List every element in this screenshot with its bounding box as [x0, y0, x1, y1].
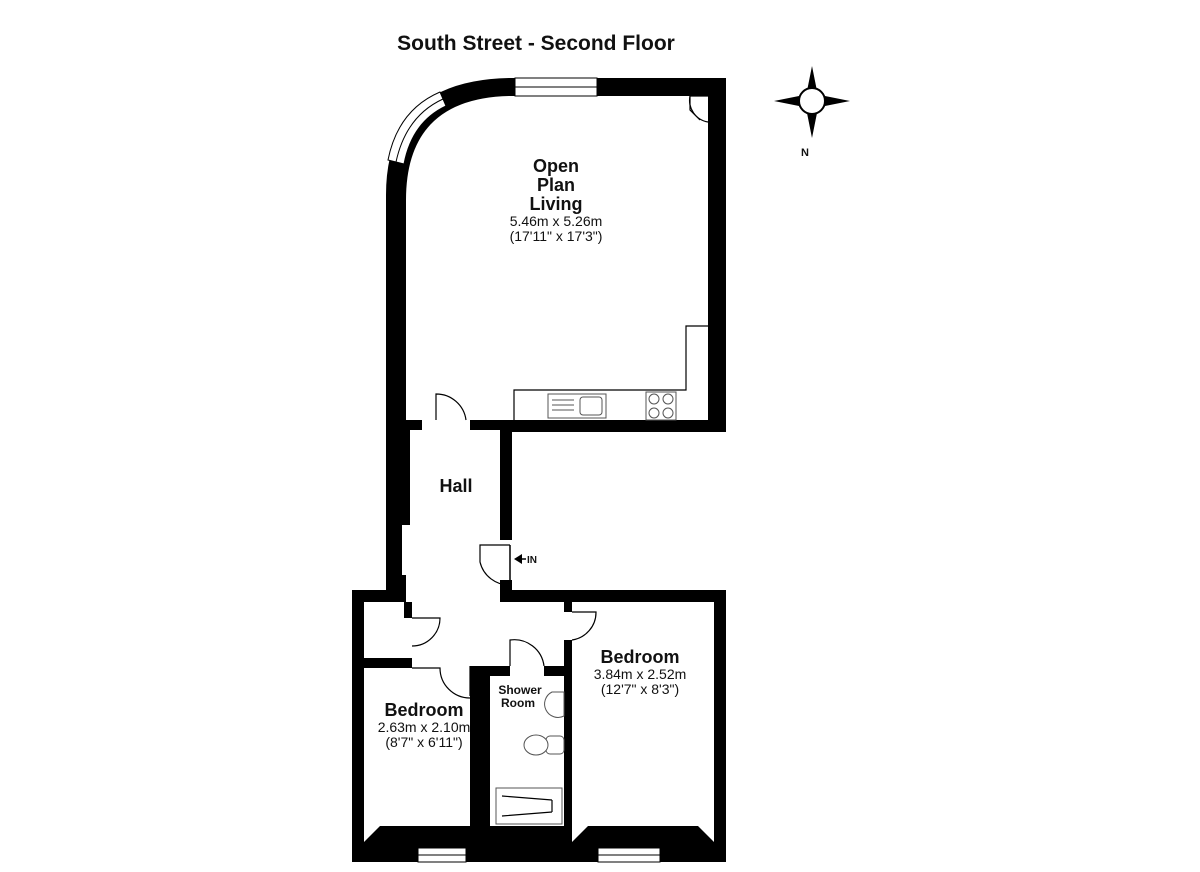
- plan-title: South Street - Second Floor: [397, 32, 675, 55]
- shower-name-2: Room: [501, 696, 535, 710]
- bedroom-left-name: Bedroom: [384, 700, 463, 720]
- living-dim-imperial: (17'11" x 17'3"): [510, 228, 603, 244]
- bedroom-right-dim-metric: 3.84m x 2.52m: [594, 666, 687, 682]
- living-name-3: Living: [530, 194, 583, 214]
- hall-right-wall: [500, 420, 512, 540]
- bedroom-right-name: Bedroom: [600, 647, 679, 667]
- lower-top-right: [500, 590, 726, 602]
- shower-name-1: Shower: [498, 683, 542, 697]
- room-labels: Open Plan Living 5.46m x 5.26m (17'11" x…: [378, 156, 687, 750]
- living-outer-wall: [386, 78, 726, 430]
- bedroom-right-dim-imperial: (12'7" x 8'3"): [601, 681, 679, 697]
- kitchen-units: [513, 325, 708, 421]
- living-bottom-wall-right2: [500, 420, 726, 432]
- entrance-label: IN: [527, 555, 537, 566]
- lower-right-wall: [714, 590, 726, 862]
- lower-top-left: [352, 590, 406, 602]
- shower-top-wall2: [544, 666, 568, 676]
- bedroom-left-dim-metric: 2.63m x 2.10m: [378, 719, 471, 735]
- living-dim-metric: 5.46m x 5.26m: [510, 213, 603, 229]
- hall-left-wall-notch: [386, 420, 410, 525]
- shower-tray-icon: [495, 787, 563, 825]
- lower-left-wall: [352, 590, 364, 862]
- bedroom-left-right-wall: [470, 666, 490, 836]
- living-name-2: Plan: [537, 175, 575, 195]
- shower-top-wall: [470, 666, 510, 676]
- toilet-icon: [545, 735, 565, 755]
- living-name-1: Open: [533, 156, 579, 176]
- shower-fixtures: [495, 691, 565, 825]
- bedroom-left-dim-imperial: (8'7" x 6'11"): [385, 734, 462, 750]
- north-label: N: [801, 147, 809, 159]
- hall-name: Hall: [439, 476, 472, 496]
- bedroom-right-top-wall: [564, 598, 572, 612]
- cupboard-wall-vert: [404, 602, 412, 618]
- basin-icon: [544, 691, 565, 718]
- compass-icon: N: [774, 66, 850, 159]
- living-window-curved: [387, 91, 447, 165]
- walls: [352, 77, 726, 863]
- shower-right-wall: [564, 640, 572, 836]
- entrance-arrow-icon: [514, 554, 522, 564]
- doors: [411, 95, 709, 699]
- bedroom-left-top: [364, 658, 412, 668]
